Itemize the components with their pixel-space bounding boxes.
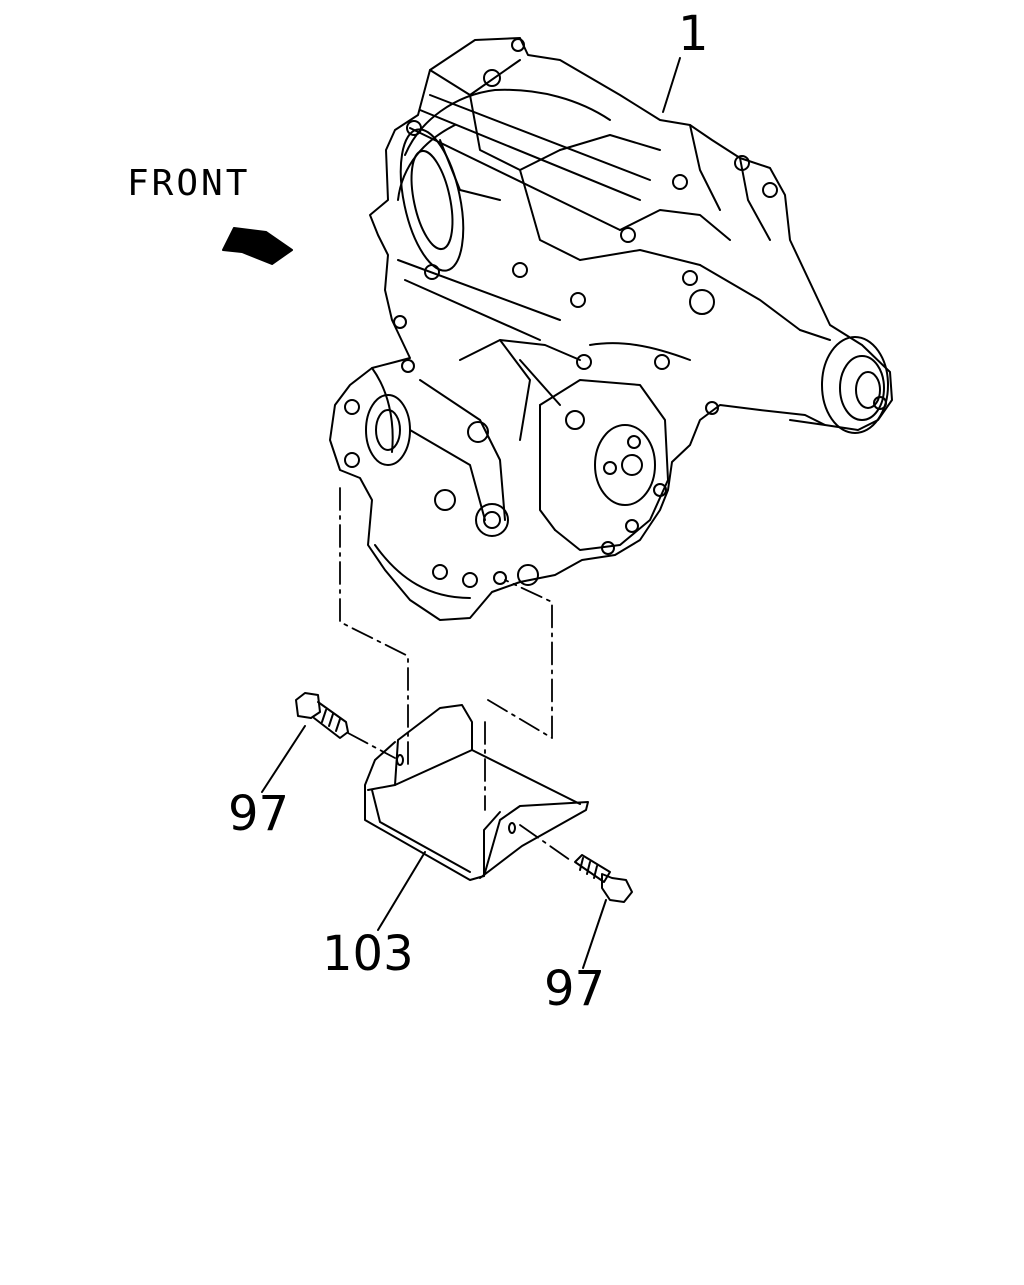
callout-bolt-right: 97 xyxy=(544,961,606,1017)
callout-bracket: 103 xyxy=(322,926,414,982)
bolt-97-right xyxy=(575,855,632,902)
bracket-103 xyxy=(365,705,588,880)
transfer-case-assembly xyxy=(330,38,892,620)
front-arrow-icon xyxy=(223,228,292,264)
front-direction-label: FRONT xyxy=(127,163,251,204)
callout-bolt-left: 97 xyxy=(228,786,290,842)
bolt-97-left xyxy=(296,693,348,738)
callout-assembly: 1 xyxy=(678,6,709,62)
leader-lines xyxy=(262,58,680,968)
alignment-lines xyxy=(340,488,570,860)
